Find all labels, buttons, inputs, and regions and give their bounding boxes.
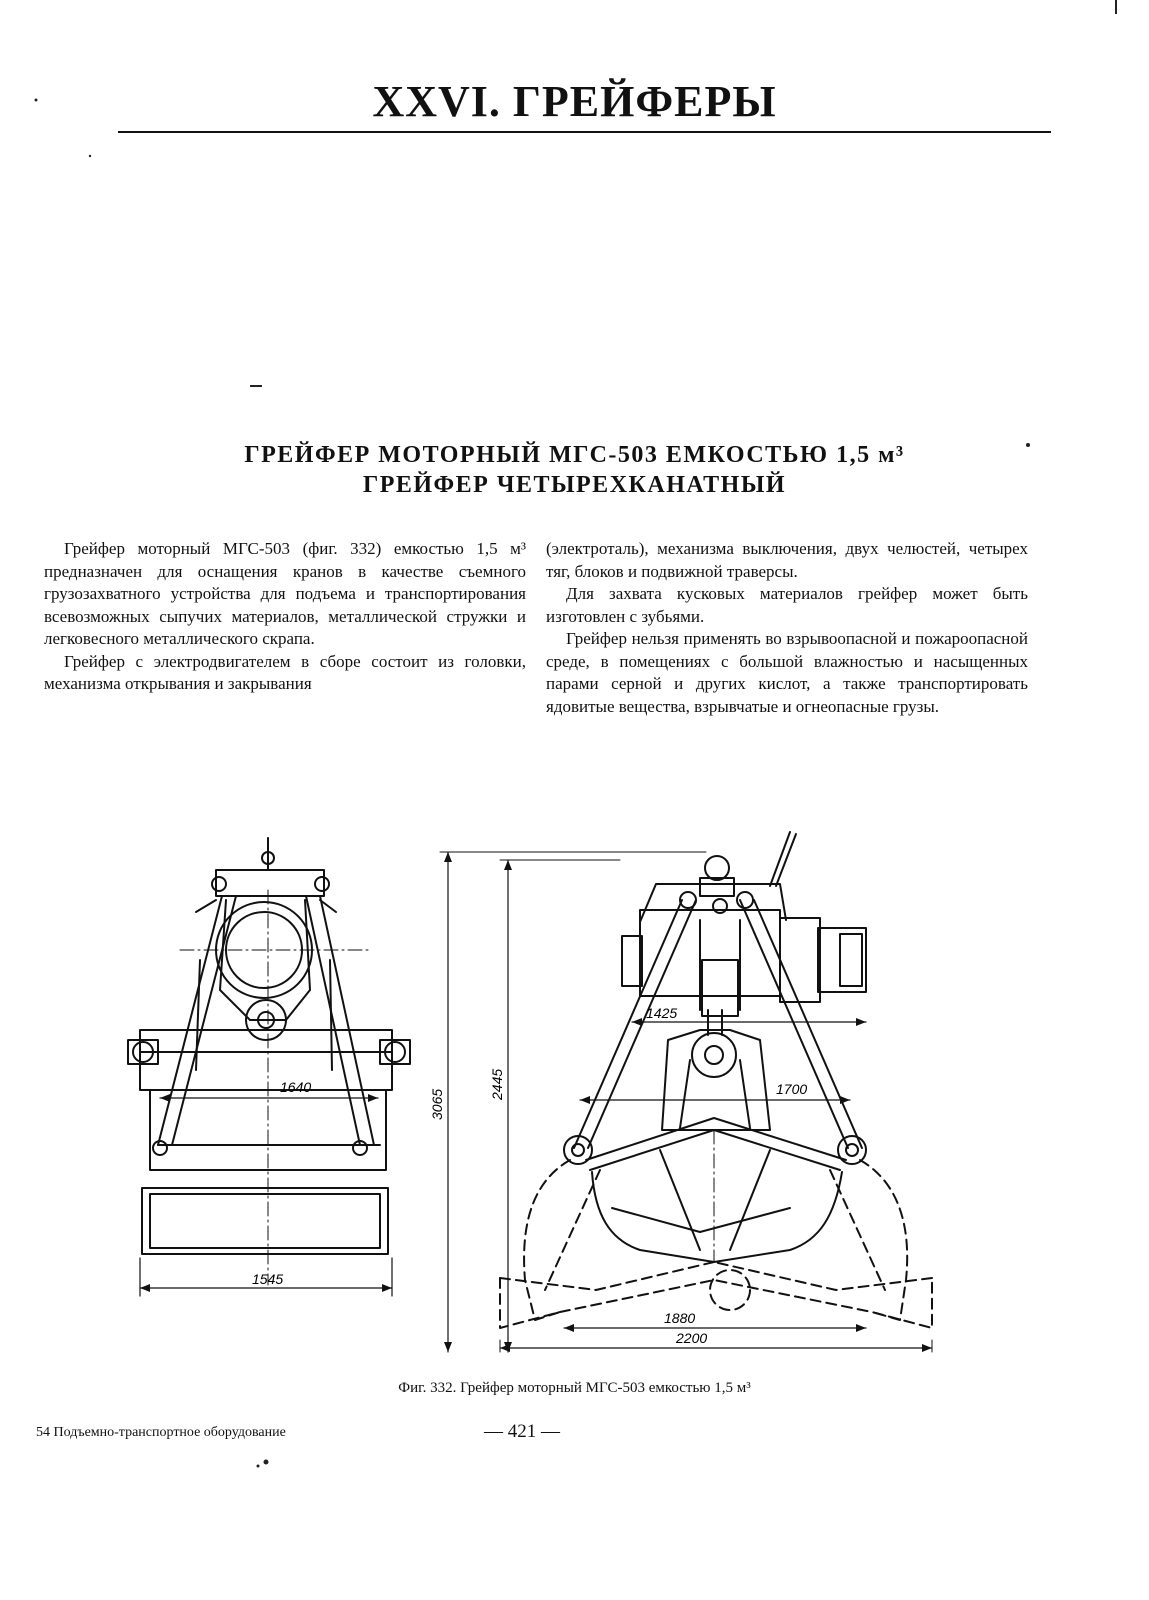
body-paragraph: (электроталь), механизма выключения, дву… bbox=[546, 539, 1028, 581]
dim-1880: 1880 bbox=[664, 1310, 695, 1326]
section-title-line2: ГРЕЙФЕР ЧЕТЫРЕХКАНАТНЫЙ bbox=[362, 472, 787, 498]
dim-1700: 1700 bbox=[776, 1081, 807, 1097]
body-right-column: (электроталь), механизма выключения, дву… bbox=[546, 538, 1028, 718]
chapter-title: XXVI. ГРЕЙФЕРЫ bbox=[372, 77, 777, 126]
front-view bbox=[439, 831, 933, 1353]
footer-signature: 54 Подъемно-транспортное оборудование bbox=[36, 1425, 286, 1440]
body-paragraph: Грейфер с электродвигателем в сборе сост… bbox=[44, 651, 526, 694]
dim-2445: 2445 bbox=[489, 1069, 505, 1101]
body-paragraph: Грейфер моторный МГС-503 (фиг. 332) емко… bbox=[44, 539, 526, 648]
side-view bbox=[127, 837, 411, 1297]
dim-1425: 1425 bbox=[646, 1005, 677, 1021]
scan-specks bbox=[34, 0, 1117, 1468]
body-paragraph: Для захвата кусковых материалов грейфер … bbox=[546, 584, 1028, 626]
dim-1640: 1640 bbox=[280, 1079, 311, 1095]
body-paragraph: Грейфер нельзя применять во взрывоопасно… bbox=[546, 629, 1028, 716]
dim-3065: 3065 bbox=[429, 1089, 445, 1120]
dim-1545: 1545 bbox=[252, 1271, 283, 1287]
body-left-column: Грейфер моторный МГС-503 (фиг. 332) емко… bbox=[44, 538, 526, 696]
dim-2200: 2200 bbox=[675, 1330, 707, 1346]
chapter-title-rule bbox=[118, 131, 1051, 133]
section-title-line1: ГРЕЙФЕР МОТОРНЫЙ МГС-503 ЕМКОСТЬЮ 1,5 м³ bbox=[244, 442, 905, 468]
figure-caption: Фиг. 332. Грейфер моторный МГС-503 емкос… bbox=[398, 1380, 751, 1396]
page-number: — 421 — bbox=[484, 1421, 560, 1442]
